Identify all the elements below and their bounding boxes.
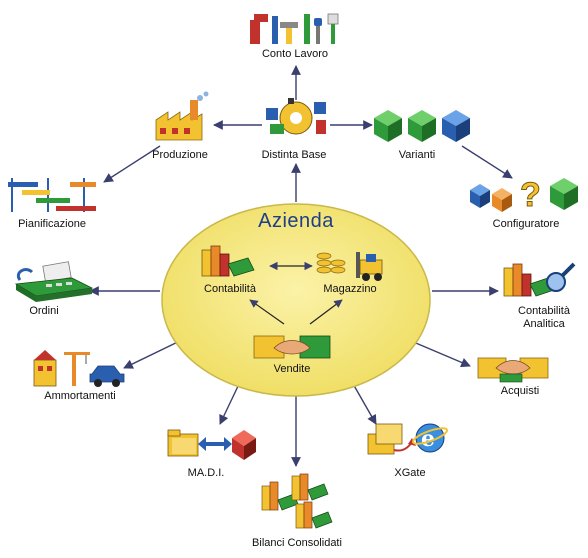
books-magnifier-icon bbox=[503, 262, 576, 297]
acquisti-label: Acquisti bbox=[500, 385, 540, 397]
arrow-to-configuratore bbox=[461, 145, 513, 179]
magazzino-label: Magazzino bbox=[323, 283, 377, 295]
gear-puzzle-icon bbox=[266, 98, 326, 135]
contabilita-label: Contabilità bbox=[204, 283, 256, 295]
tools-icon bbox=[250, 13, 339, 44]
arrow-to-madi bbox=[219, 381, 241, 425]
azienda-title: Azienda bbox=[258, 210, 334, 232]
inner-arrows bbox=[249, 261, 343, 325]
factory-icon bbox=[155, 91, 209, 141]
books-icon bbox=[201, 245, 255, 277]
cubes-icon bbox=[374, 110, 470, 142]
contabilita-analitica-label-2: Analitica bbox=[523, 318, 565, 330]
distinta-base-label: Distinta Base bbox=[261, 149, 327, 161]
folders-exchange-icon bbox=[167, 429, 256, 460]
vendite-label: Vendite bbox=[273, 363, 311, 375]
cube-green-2 bbox=[408, 110, 436, 142]
contabilita-analitica-label-1: Contabilità bbox=[518, 305, 570, 317]
forklift-coins-icon bbox=[316, 252, 383, 281]
configuratore-label: Configuratore bbox=[492, 218, 560, 230]
arrow-contabilita-vendite bbox=[249, 299, 285, 325]
xgate-label: XGate bbox=[394, 467, 426, 479]
ordini-label: Ordini bbox=[29, 305, 59, 317]
arrow-magazzino-vendite bbox=[309, 299, 343, 325]
varianti-label: Varianti bbox=[398, 149, 436, 161]
gantt-icon bbox=[8, 178, 96, 212]
madi-label: MA.D.I. bbox=[187, 467, 225, 479]
building-crane-car-icon bbox=[33, 350, 125, 387]
books-stack-icon bbox=[261, 473, 333, 529]
question-mark-glyph: ? bbox=[520, 176, 541, 214]
pianificazione-label: Pianificazione bbox=[18, 218, 86, 230]
cubes-question-icon: ? bbox=[470, 176, 578, 215]
ammortamenti-label: Ammortamenti bbox=[44, 390, 116, 402]
folders-internet-explorer-icon: e bbox=[367, 423, 449, 455]
conto-lavoro-label: Conto Lavoro bbox=[261, 48, 329, 60]
connector-arrows bbox=[89, 65, 513, 467]
azienda-ellipse bbox=[161, 203, 431, 397]
cube-green-1 bbox=[374, 110, 402, 142]
fax-icon bbox=[14, 261, 94, 302]
handshake-icon bbox=[253, 335, 331, 359]
arrow-to-pianificazione bbox=[103, 145, 161, 183]
handshake-money-icon bbox=[477, 357, 549, 383]
bilanci-consolidati-label: Bilanci Consolidati bbox=[252, 537, 342, 549]
cube-blue bbox=[442, 110, 470, 142]
arrow-to-xgate bbox=[351, 381, 377, 425]
produzione-label: Produzione bbox=[152, 149, 208, 161]
